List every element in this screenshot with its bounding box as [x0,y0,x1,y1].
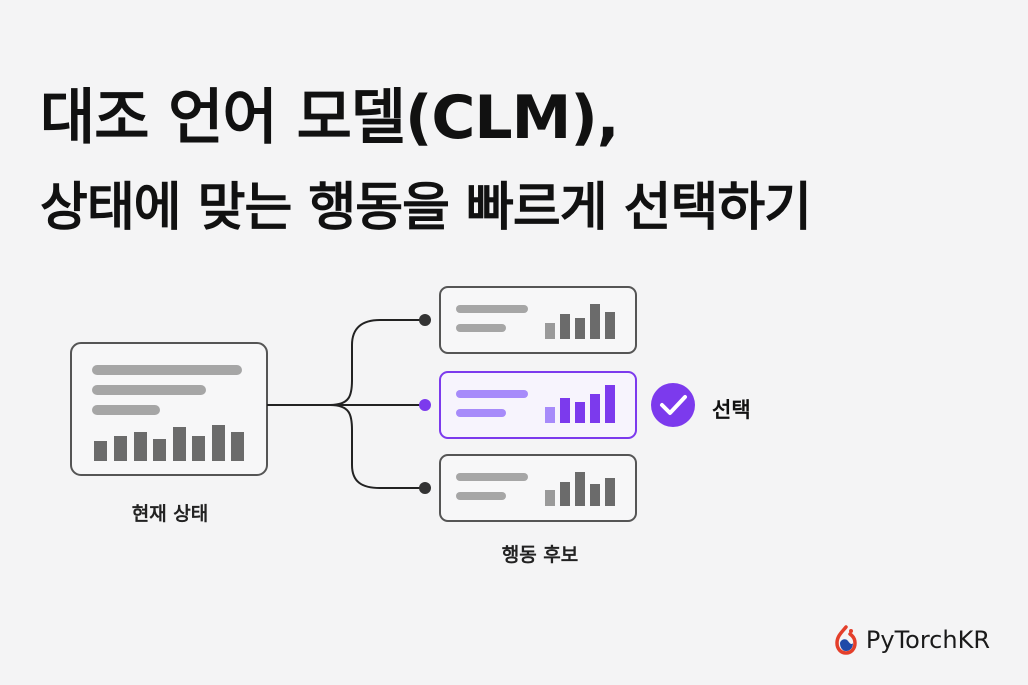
current-bar [153,439,166,461]
current-state-caption: 현재 상태 [131,503,209,525]
connectors [267,319,425,489]
candidate-bar [575,318,585,339]
candidate-bar [545,323,555,339]
current-text-line-2 [92,385,206,395]
candidate-text-line [456,324,506,332]
current-text-line-3 [92,405,160,415]
candidate-bar [560,398,570,423]
candidate-bar [560,314,570,339]
candidate-bar [590,484,600,506]
candidate-bar [575,402,585,423]
brand-name: PyTorchKR [865,626,990,654]
brand: PyTorchKR [832,625,990,655]
connector-to-candidate-3 [329,404,425,489]
candidate-text-line [456,492,506,500]
candidate-bar [605,478,615,506]
candidate-text-line [456,473,528,481]
title-line-2: 상태에 맞는 행동을 빠르게 선택하기 [40,178,812,238]
candidate-card-2-selected [439,371,637,439]
current-bar [192,436,205,461]
current-text-line-1 [92,365,242,375]
candidate-bar [605,385,615,423]
current-bar [94,441,107,461]
current-state-card [70,342,268,476]
candidate-bar [545,490,555,506]
candidate-text-line [456,305,528,313]
candidate-card-3 [439,454,637,522]
candidate-card-1 [439,286,637,354]
candidate-text-line [456,390,528,398]
candidate-bar [545,407,555,423]
candidate-bar [605,312,615,339]
candidate-bar [590,394,600,423]
current-bar [114,436,127,461]
current-bar [134,432,147,461]
connector-dot-1 [419,314,431,326]
candidate-bar [560,482,570,506]
pytorch-flame-icon [835,625,857,655]
check-circle-icon [651,383,695,427]
connector-dot-3 [419,482,431,494]
connector-to-candidate-1 [267,319,425,406]
current-bar [212,425,225,461]
title-line-1: 대조 언어 모델(CLM), [40,83,620,153]
current-bar [173,427,186,461]
candidate-bar [590,304,600,339]
action-candidates-caption: 행동 후보 [501,544,579,566]
candidate-bar [575,472,585,506]
candidate-text-line [456,409,506,417]
connector-dot-2 [419,399,431,411]
selected-label: 선택 [712,398,751,422]
current-bar [231,432,244,461]
